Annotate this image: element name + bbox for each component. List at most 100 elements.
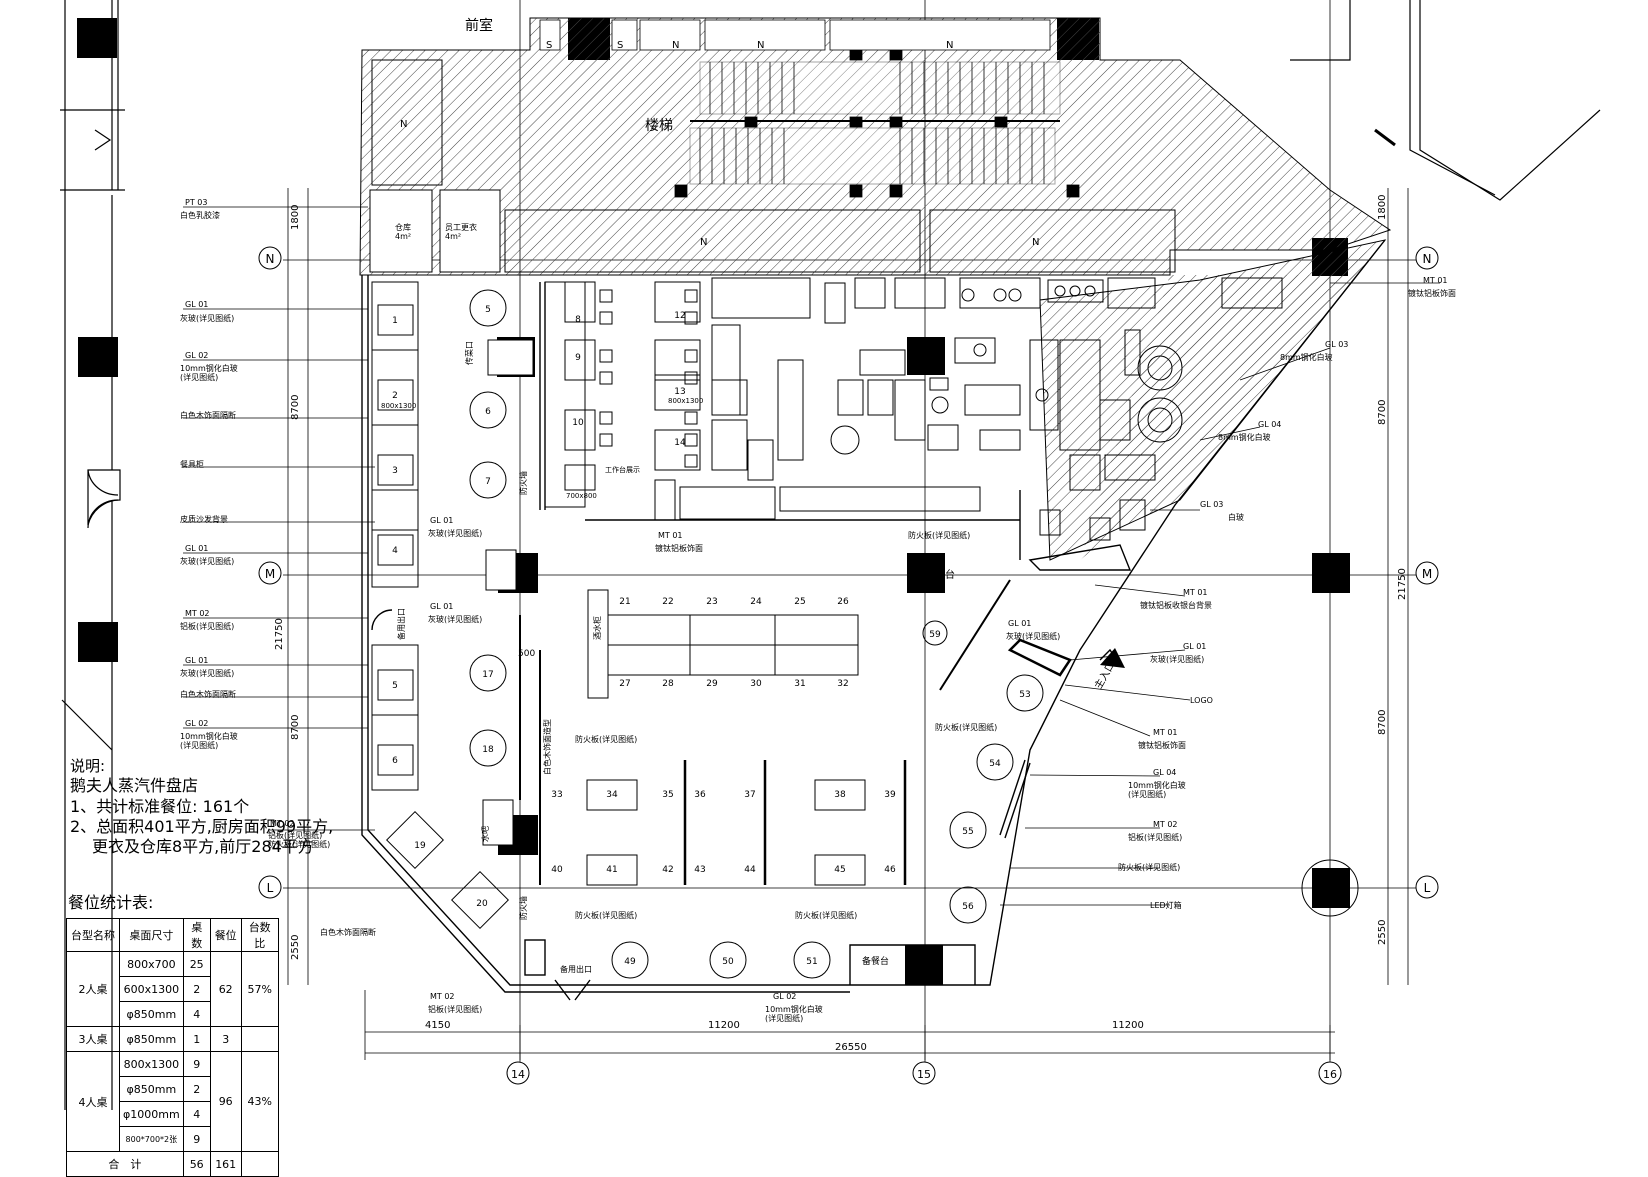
axis-row-m-right: M (1422, 567, 1432, 581)
cell-count: 9 (182, 1126, 211, 1152)
booth-no-6: 6 (392, 756, 398, 766)
th-ratio: 台数比 (240, 918, 279, 952)
cell-count: 4 (182, 1001, 211, 1027)
display-label: 工作台展示 (605, 465, 640, 474)
cell-size: 800*700*2张 (119, 1126, 184, 1152)
cell-count: 9 (182, 1051, 211, 1077)
round-no-5: 5 (485, 305, 491, 315)
right-text-10: 铝板(详见图纸) (1128, 832, 1182, 842)
dimension-lines (287, 188, 1409, 1060)
bottom-no-51: 51 (806, 957, 817, 967)
table-numbers: 1 2 3 4 5 6 5 6 7 17 18 19 20 8 9 10 12 … (392, 305, 1031, 967)
left-text-11: 10mm钢化白玻(详见图纸) (180, 731, 238, 750)
inner-text-4: 灰玻(详见图纸) (1006, 631, 1060, 641)
bottom-no-49: 49 (624, 957, 636, 967)
axis-row-m: M (265, 567, 275, 581)
grid-no-33: 33 (551, 790, 562, 800)
booth-size-label: 800x1300 (381, 402, 416, 410)
center-no-30: 30 (750, 679, 762, 689)
round-no-6: 6 (485, 407, 491, 417)
left-text-2: 灰玻(详见图纸) (180, 313, 234, 323)
room-front: 前室 (465, 17, 493, 34)
north-mark-2: N (700, 237, 707, 248)
notes-line-1: 1、共计标准餐位: 161个 (70, 796, 250, 816)
cell-size: 800x1300 (119, 1051, 184, 1077)
booth-no-4: 4 (392, 546, 398, 556)
left-text-5: 餐具柜 (180, 459, 204, 469)
dim-bottom-2: 11200 (708, 1020, 740, 1031)
left-code-9: GL 01 (185, 656, 208, 665)
dim-bottom-3: 11200 (1112, 1020, 1144, 1031)
notes-line-3: 更衣及仓库8平方,前厅284平方 (92, 837, 314, 857)
axis-col-15: 15 (917, 1068, 931, 1081)
left-text-6: 皮质沙发背景 (180, 514, 228, 524)
mid-no-14: 14 (674, 438, 686, 448)
seat-table-header: 台型名称 桌面尺寸 桌数 餐位 台数比 (66, 918, 279, 952)
wood-sculpt-label: 白色木饰面造型 (542, 719, 552, 775)
axis-row-l-right: L (1424, 881, 1431, 895)
mid-no-13: 13 (674, 387, 685, 397)
cell-count: 2 (182, 976, 211, 1002)
kitchen-equipment (654, 277, 1283, 541)
partition-label: 白色木饰面隔断 (320, 927, 376, 937)
right-code-2: GL 03 (1325, 340, 1348, 349)
right-code-5: MT 01 (1183, 588, 1208, 597)
grid-no-41: 41 (606, 865, 617, 875)
north-mark-3: N (1032, 237, 1039, 248)
notes-restaurant: 鹅夫人蒸汽件盘店 (70, 776, 199, 796)
group-3p-name: 3人桌 (66, 1026, 120, 1052)
cell-size: 600x1300 (119, 976, 184, 1002)
mid-no-9: 9 (575, 353, 581, 363)
dim-left-1: 1800 (290, 205, 301, 230)
side-exit-label: 备用出口 (396, 608, 406, 640)
right-text-6: 灰玻(详见图纸) (1150, 654, 1204, 664)
right-text-1: 镀钛铝板饰面 (1408, 288, 1456, 298)
left-code-7: GL 01 (185, 544, 208, 553)
left-text-9: 灰玻(详见图纸) (180, 668, 234, 678)
total-label: 合 计 (66, 1151, 184, 1177)
grid-no-39: 39 (884, 790, 896, 800)
inner-code-2: MT 01 (658, 531, 683, 540)
left-code-1: PT 03 (185, 198, 207, 207)
center-no-21: 21 (619, 597, 630, 607)
booth-no-1: 1 (392, 316, 398, 326)
small-size-label: 700x800 (566, 492, 597, 500)
right-text-2: 8mm钢化白玻 (1280, 352, 1333, 362)
grid-no-46: 46 (884, 865, 896, 875)
center-no-22: 22 (662, 597, 673, 607)
dimension-texts: 1800 8700 21750 8700 2550 1800 8700 2175… (274, 195, 1408, 1053)
left-text-4: 白色木饰面隔断 (180, 410, 236, 420)
round-no-7: 7 (485, 477, 491, 487)
inner-code-5: MT 02 (430, 992, 455, 1001)
cell-ratio (240, 1026, 279, 1052)
fire-label-1: 防火板(详见图纸) (575, 734, 637, 744)
table-row: 4人桌 800x1300 9 96 43% (66, 1051, 279, 1152)
fire-wall-label-1: 防火墙 (518, 471, 528, 495)
axis-row-n-right: N (1423, 252, 1432, 266)
th-type: 台型名称 (66, 918, 120, 952)
grid-no-34: 34 (606, 790, 618, 800)
cell-count: 25 (182, 951, 211, 977)
axis-bubbles (258, 246, 1439, 1085)
cell-size: φ850mm (119, 1076, 184, 1102)
right-code-1: MT 01 (1423, 276, 1448, 285)
grid-no-37: 37 (744, 790, 755, 800)
water-bar-label: 水吧 (480, 826, 490, 842)
axis-col-14: 14 (511, 1068, 525, 1081)
dim-left-3: 21750 (274, 618, 285, 650)
cell-size: φ850mm (119, 1001, 184, 1027)
partition-tables-mid (482, 281, 701, 846)
right-no-54: 54 (989, 759, 1001, 769)
seat-table-title: 餐位统计表: (68, 893, 154, 912)
grid-no-36: 36 (694, 790, 706, 800)
table-row: φ850mm 2 (67, 1076, 279, 1102)
center-no-23: 23 (706, 597, 717, 607)
mid-no-12: 12 (674, 311, 685, 321)
th-count: 桌数 (182, 918, 211, 952)
right-text-9: 10mm钢化白玻(详见图纸) (1128, 780, 1186, 799)
inner-callouts: GL 01 灰玻(详见图纸) MT 01 镀钛铝板饰面 GL 01 灰玻(详见图… (428, 516, 1060, 1023)
inner-text-1: 灰玻(详见图纸) (428, 528, 482, 538)
cell-ratio: 43% (240, 1051, 279, 1152)
